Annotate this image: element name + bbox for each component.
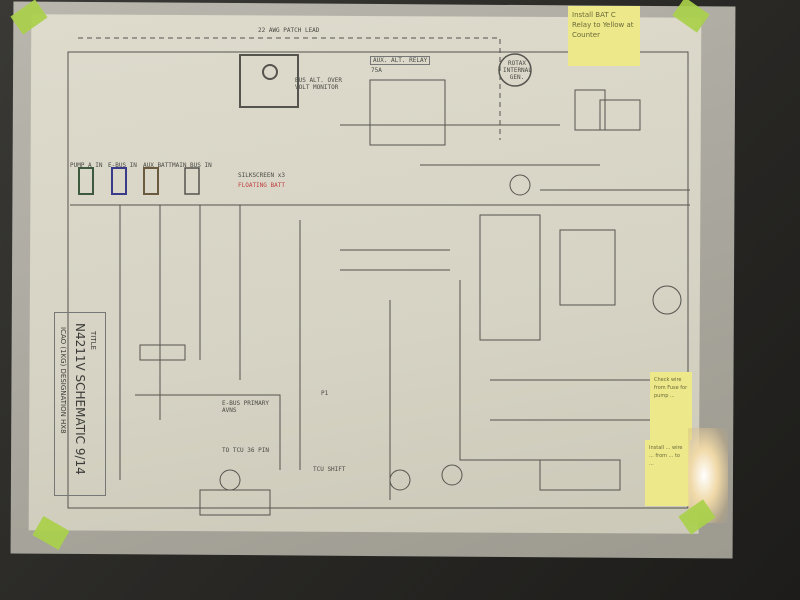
label-to-tcu: TO TCU 36 PIN [222, 447, 269, 454]
label-main-bus-in: MAIN BUS IN [172, 162, 212, 169]
schematic-border [67, 51, 689, 509]
label-tcu-shift: TCU SHIFT [313, 466, 346, 473]
label-silkscreen: SILKSCREEN x3 [238, 172, 285, 179]
sticky-note-right-upper: Check wire from Fuse for pump ... [650, 372, 692, 440]
rotax-generator [498, 53, 532, 87]
sticky-note-right-lower: Install ... wire ... from ... to ... [645, 440, 690, 506]
label-pump-in: PUMP A IN [70, 162, 103, 169]
title-label: TITLE [89, 331, 97, 350]
label-over-volt: BUS ALT. OVER VOLT MONITOR [295, 77, 342, 91]
label-p1: P1 [321, 390, 329, 397]
label-aux-relay: AUX. ALT. RELAY [370, 56, 431, 65]
patch-lead-dashed [78, 37, 501, 140]
label-ebus-in: E-BUS IN [108, 162, 137, 169]
relay-block [479, 214, 541, 341]
label-aux-batt: AUX BATT [143, 162, 172, 169]
label-patch-lead: 22 AWG PATCH LEAD [258, 27, 320, 34]
sticky-note-top: Install BAT C Relay to Yellow at Counter [568, 6, 640, 66]
label-rotax: ROTAX INTERNAL GEN. [503, 60, 532, 81]
label-ebus-primary: E-BUS PRIMARY AVNS [222, 400, 269, 414]
label-aux-relay-amps: 75A [371, 67, 382, 74]
bus-connectors [78, 167, 200, 195]
aux-relay [369, 79, 446, 146]
title-block: TITLE N4211V SCHEMATIC 9/14 ICAO (1KG) D… [54, 312, 106, 496]
over-volt-monitor [239, 54, 299, 108]
label-floating-batt: FLOATING BATT [238, 182, 285, 189]
schematic-title: N4211V SCHEMATIC 9/14 [73, 323, 87, 475]
designation: ICAO (1KG) DESIGNATION HX8 [59, 327, 67, 434]
